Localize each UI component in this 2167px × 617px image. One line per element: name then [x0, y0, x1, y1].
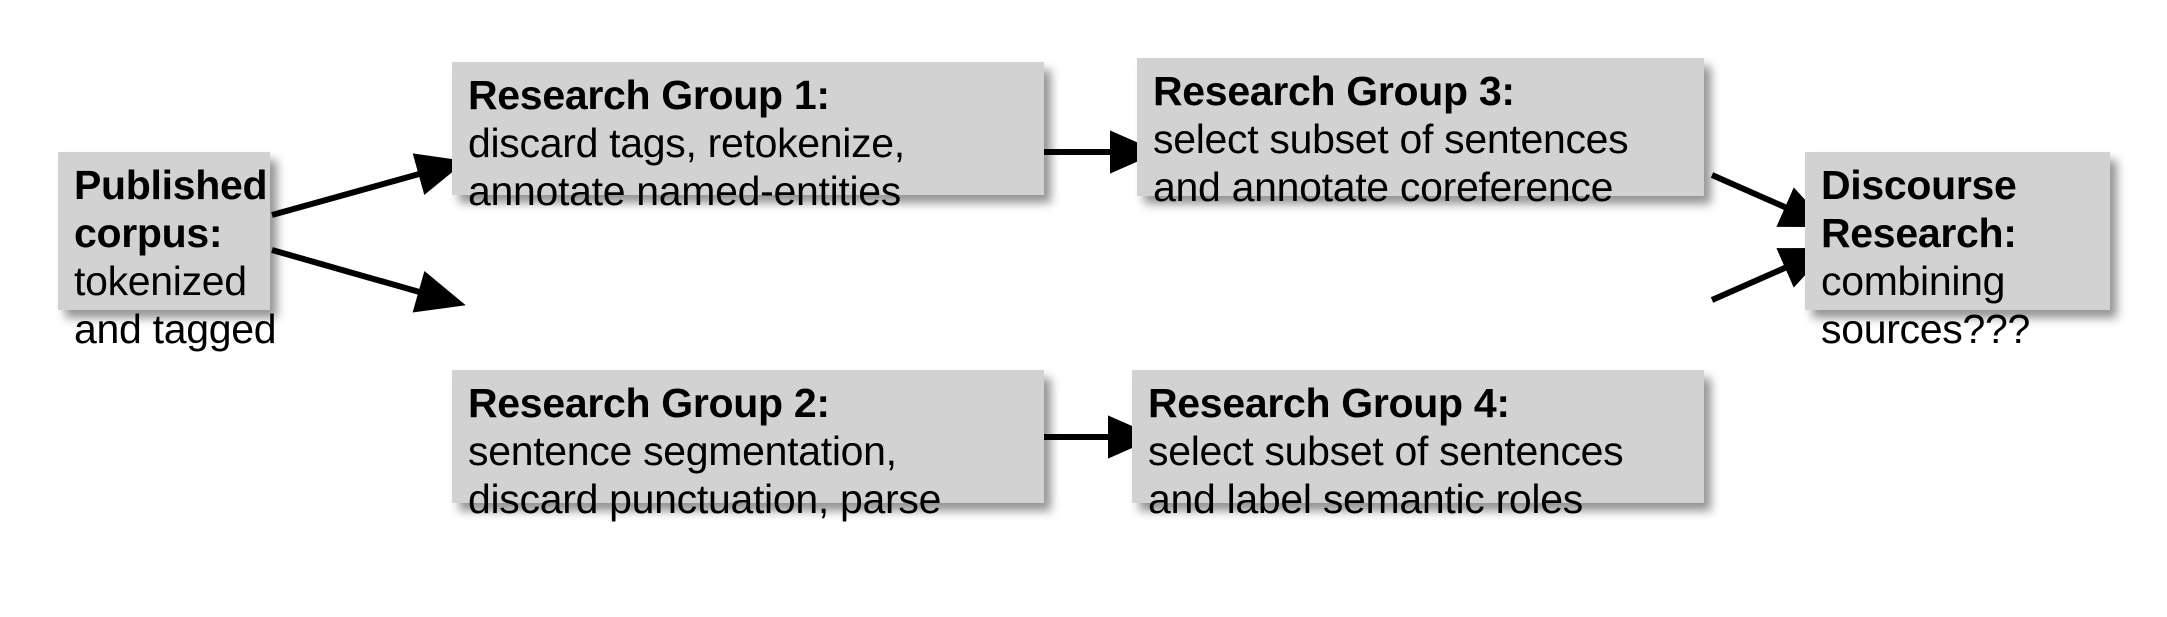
node-discourse-body-line1: combining: [1821, 257, 2006, 304]
node-rg1-body-line2: annotate named-entities: [468, 167, 902, 214]
node-research-group-1[interactable]: Research Group 1: discard tags, retokeni…: [452, 62, 1044, 214]
node-rg4-body-line1: select subset of sentences: [1148, 427, 1624, 474]
node-rg3-heading: Research Group 3:: [1153, 68, 1515, 114]
node-rg2-heading: Research Group 2:: [468, 380, 830, 426]
node-discourse-body-line2: sources???: [1821, 305, 2030, 352]
edge-published-to-rg2: [271, 247, 466, 313]
node-rg2-body-line2: discard punctuation, parse: [468, 475, 942, 522]
node-published-body-line1: tokenized: [74, 257, 247, 304]
node-rg4-body-line2: and label semantic roles: [1148, 475, 1583, 522]
node-rg3-body-line1: select subset of sentences: [1153, 115, 1629, 162]
node-published-heading-line1: Published: [74, 162, 268, 208]
node-discourse-heading-line1: Discourse: [1821, 162, 2017, 208]
node-published-corpus[interactable]: Published corpus: tokenized and tagged: [58, 152, 277, 352]
edge-published-to-rg1: [271, 153, 466, 218]
node-discourse-research[interactable]: Discourse Research: combining sources???: [1805, 152, 2110, 352]
node-rg1-heading: Research Group 1:: [468, 72, 830, 118]
node-rg2-body-line1: sentence segmentation,: [468, 427, 897, 474]
node-rg3-body-line2: and annotate coreference: [1153, 163, 1614, 210]
node-discourse-heading-line2: Research:: [1821, 209, 2017, 256]
node-rg1-body-line1: discard tags, retokenize,: [468, 119, 905, 166]
node-published-body-line2: and tagged: [74, 305, 277, 352]
node-research-group-3[interactable]: Research Group 3: select subset of sente…: [1137, 58, 1704, 210]
node-research-group-2[interactable]: Research Group 2: sentence segmentation,…: [452, 370, 1044, 522]
edge-rg3-to-discourse: [1710, 172, 1831, 227]
node-research-group-4[interactable]: Research Group 4: select subset of sente…: [1132, 370, 1704, 522]
edge-rg4-to-discourse: [1710, 248, 1831, 303]
node-rg4-heading: Research Group 4:: [1148, 380, 1510, 426]
node-published-heading-line2: corpus:: [74, 209, 223, 256]
